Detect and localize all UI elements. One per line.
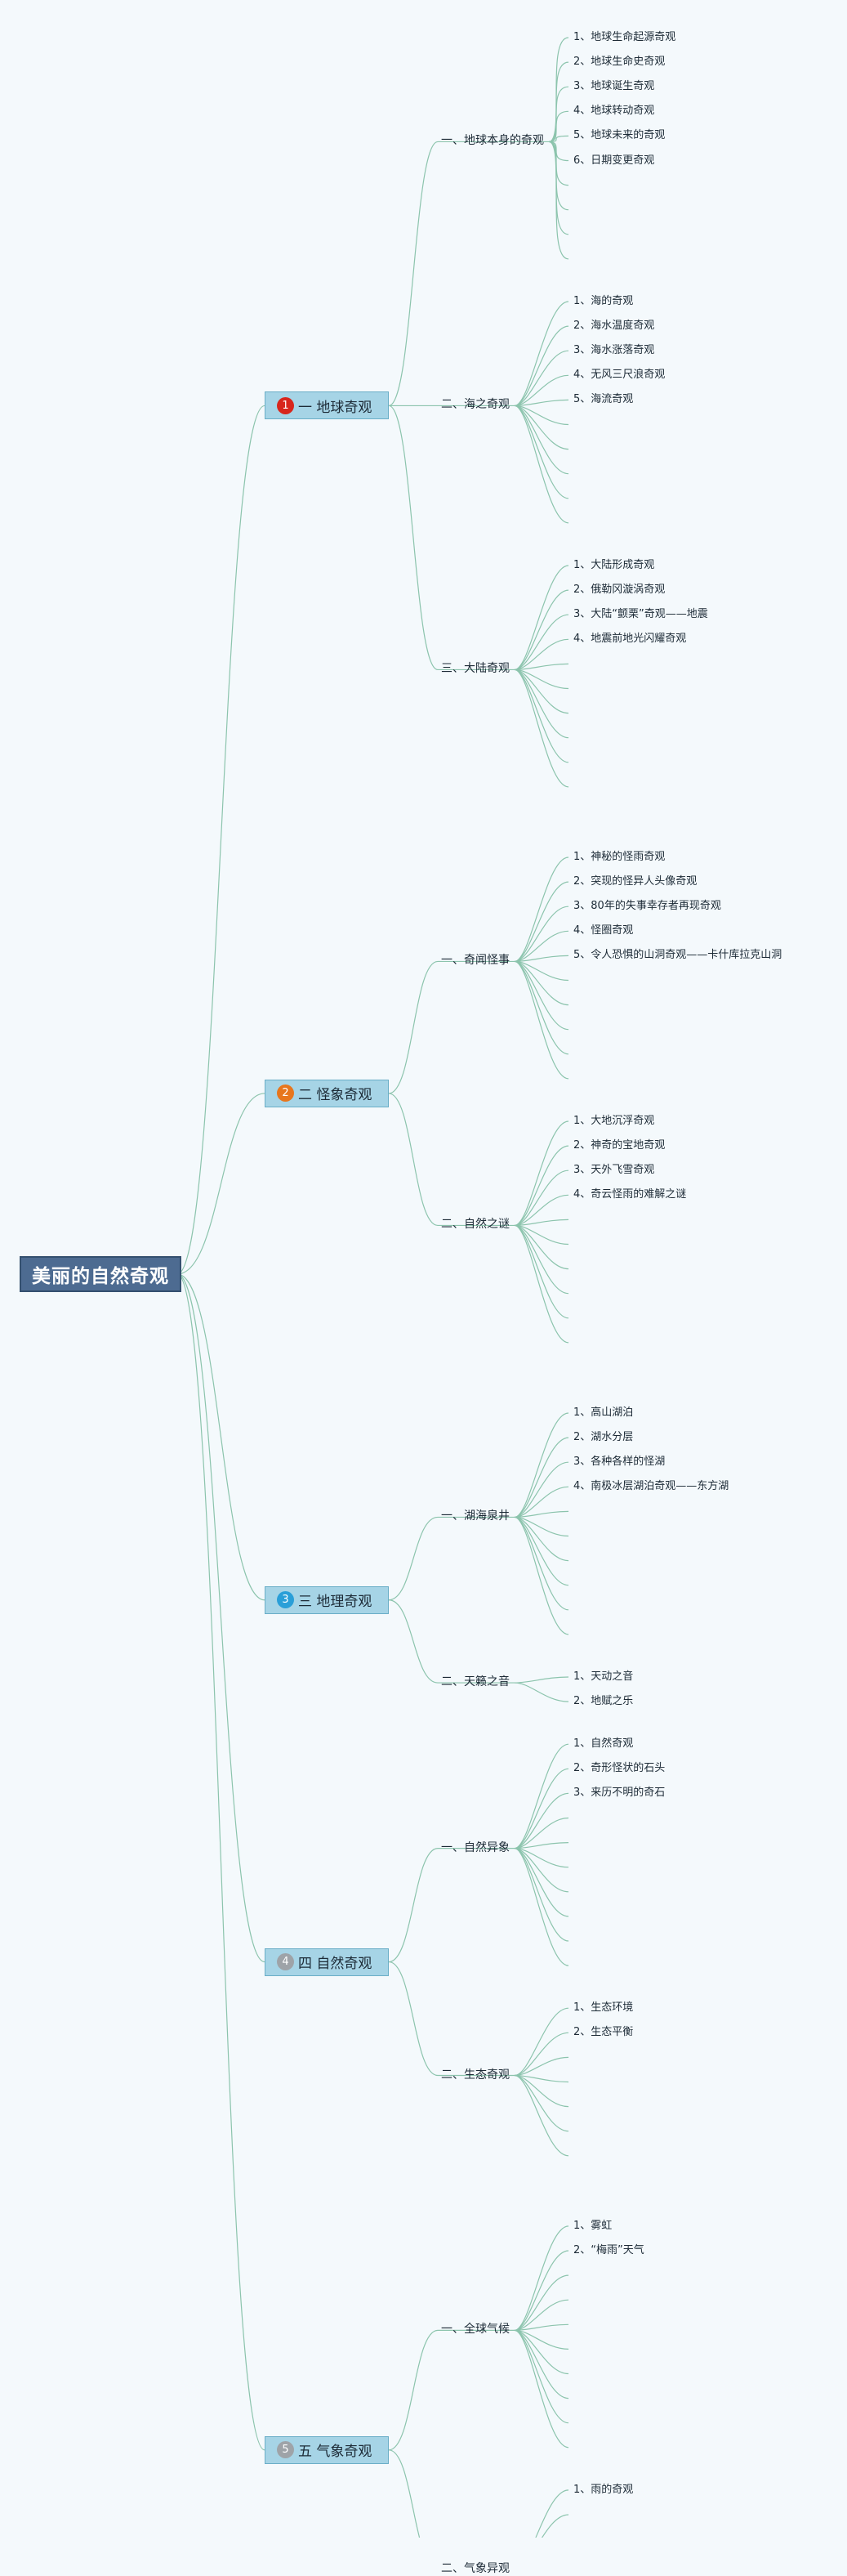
leaf-topic[interactable]: 2、奇形怪状的石头 xyxy=(573,1762,666,1775)
subtopic-4-2[interactable]: 二、生态奇观 xyxy=(441,2068,510,2082)
main-topic-label: 二 怪象奇观 xyxy=(298,1087,372,1104)
leaf-topic[interactable]: 2、湖水分层 xyxy=(573,1431,634,1444)
leaf-topic[interactable]: 5、地球未来的奇观 xyxy=(573,129,666,142)
leaf-topic[interactable]: 4、怪圈奇观 xyxy=(573,924,634,937)
subtopic-1-3[interactable]: 三、大陆奇观 xyxy=(441,662,510,676)
leaf-topic[interactable]: 4、奇云怪雨的难解之谜 xyxy=(573,1188,687,1201)
main-topic-label: 一 地球奇观 xyxy=(298,399,372,416)
leaf-topic[interactable]: 1、神秘的怪雨奇观 xyxy=(573,851,666,863)
subtopic-5-1[interactable]: 一、全球气候 xyxy=(441,2323,510,2337)
number-badge-icon: 4 xyxy=(277,1953,294,1971)
leaf-topic[interactable]: 1、大陆形成奇观 xyxy=(573,559,655,571)
number-badge-icon: 5 xyxy=(277,2441,294,2459)
leaf-topic[interactable]: 2、“梅雨”天气 xyxy=(573,2244,644,2256)
leaf-topic[interactable]: 1、大地沉浮奇观 xyxy=(573,1115,655,1127)
leaf-topic[interactable]: 1、天动之音 xyxy=(573,1670,634,1683)
leaf-topic[interactable]: 2、神奇的宝地奇观 xyxy=(573,1139,666,1152)
leaf-topic[interactable]: 1、雨的奇观 xyxy=(573,2483,634,2496)
leaf-topic[interactable]: 2、俄勒冈漩涡奇观 xyxy=(573,584,666,597)
leaf-topic[interactable]: 4、南极冰层湖泊奇观——东方湖 xyxy=(573,1480,729,1493)
leaf-topic[interactable]: 6、日期变更奇观 xyxy=(573,154,655,167)
number-badge-icon: 2 xyxy=(277,1085,294,1102)
leaf-topic[interactable]: 3、来历不明的奇石 xyxy=(573,1787,666,1800)
leaf-topic[interactable]: 3、大陆“颤栗”奇观——地震 xyxy=(573,608,708,621)
leaf-topic[interactable]: 4、无风三尺浪奇观 xyxy=(573,369,666,382)
subtopic-3-2[interactable]: 二、天籁之音 xyxy=(441,1675,510,1689)
number-badge-icon: 1 xyxy=(277,396,294,414)
leaf-topic[interactable]: 3、天外飞雪奇观 xyxy=(573,1164,655,1177)
subtopic-3-1[interactable]: 一、湖海泉井 xyxy=(441,1509,510,1523)
root-topic[interactable]: 美丽的自然奇观 xyxy=(20,1256,181,1292)
number-badge-icon: 3 xyxy=(277,1591,294,1609)
leaf-topic[interactable]: 1、地球生命起源奇观 xyxy=(573,31,676,43)
main-topic-label: 四 自然奇观 xyxy=(298,1956,372,1973)
subtopic-5-2[interactable]: 二、气象异观 xyxy=(441,2562,510,2576)
leaf-topic[interactable]: 2、海水温度奇观 xyxy=(573,320,655,333)
leaf-topic[interactable]: 4、地球转动奇观 xyxy=(573,105,655,118)
leaf-topic[interactable]: 2、生态平衡 xyxy=(573,2026,634,2039)
leaf-topic[interactable]: 1、高山湖泊 xyxy=(573,1407,634,1419)
leaf-topic[interactable]: 4、地震前地光闪耀奇观 xyxy=(573,633,687,646)
subtopic-2-1[interactable]: 一、奇闻怪事 xyxy=(441,954,510,968)
main-topic-label: 五 气象奇观 xyxy=(298,2444,372,2461)
leaf-topic[interactable]: 3、海水涨落奇观 xyxy=(573,344,655,357)
leaf-topic[interactable]: 2、突现的怪异人头像奇观 xyxy=(573,875,698,888)
main-topic-label: 三 地理奇观 xyxy=(298,1594,372,1611)
leaf-topic[interactable]: 3、各种各样的怪湖 xyxy=(573,1456,666,1469)
leaf-topic[interactable]: 5、海流奇观 xyxy=(573,393,634,406)
subtopic-1-2[interactable]: 二、海之奇观 xyxy=(441,398,510,412)
leaf-topic[interactable]: 2、地球生命史奇观 xyxy=(573,56,666,69)
leaf-topic[interactable]: 1、自然奇观 xyxy=(573,1737,634,1751)
subtopic-2-2[interactable]: 二、自然之谜 xyxy=(441,1218,510,1232)
subtopic-1-1[interactable]: 一、地球本身的奇观 xyxy=(441,134,544,148)
leaf-topic[interactable]: 2、地赋之乐 xyxy=(573,1695,634,1708)
leaf-topic[interactable]: 5、令人恐惧的山洞奇观——卡什库拉克山洞 xyxy=(573,949,782,962)
leaf-topic[interactable]: 1、海的奇观 xyxy=(573,295,634,307)
leaf-topic[interactable]: 1、生态环境 xyxy=(573,2001,634,2015)
leaf-topic[interactable]: 3、80年的失事幸存者再现奇观 xyxy=(573,900,721,913)
leaf-topic[interactable]: 1、雾虹 xyxy=(573,2219,613,2232)
subtopic-4-1[interactable]: 一、自然异象 xyxy=(441,1840,510,1854)
leaf-topic[interactable]: 3、地球诞生奇观 xyxy=(573,80,655,93)
